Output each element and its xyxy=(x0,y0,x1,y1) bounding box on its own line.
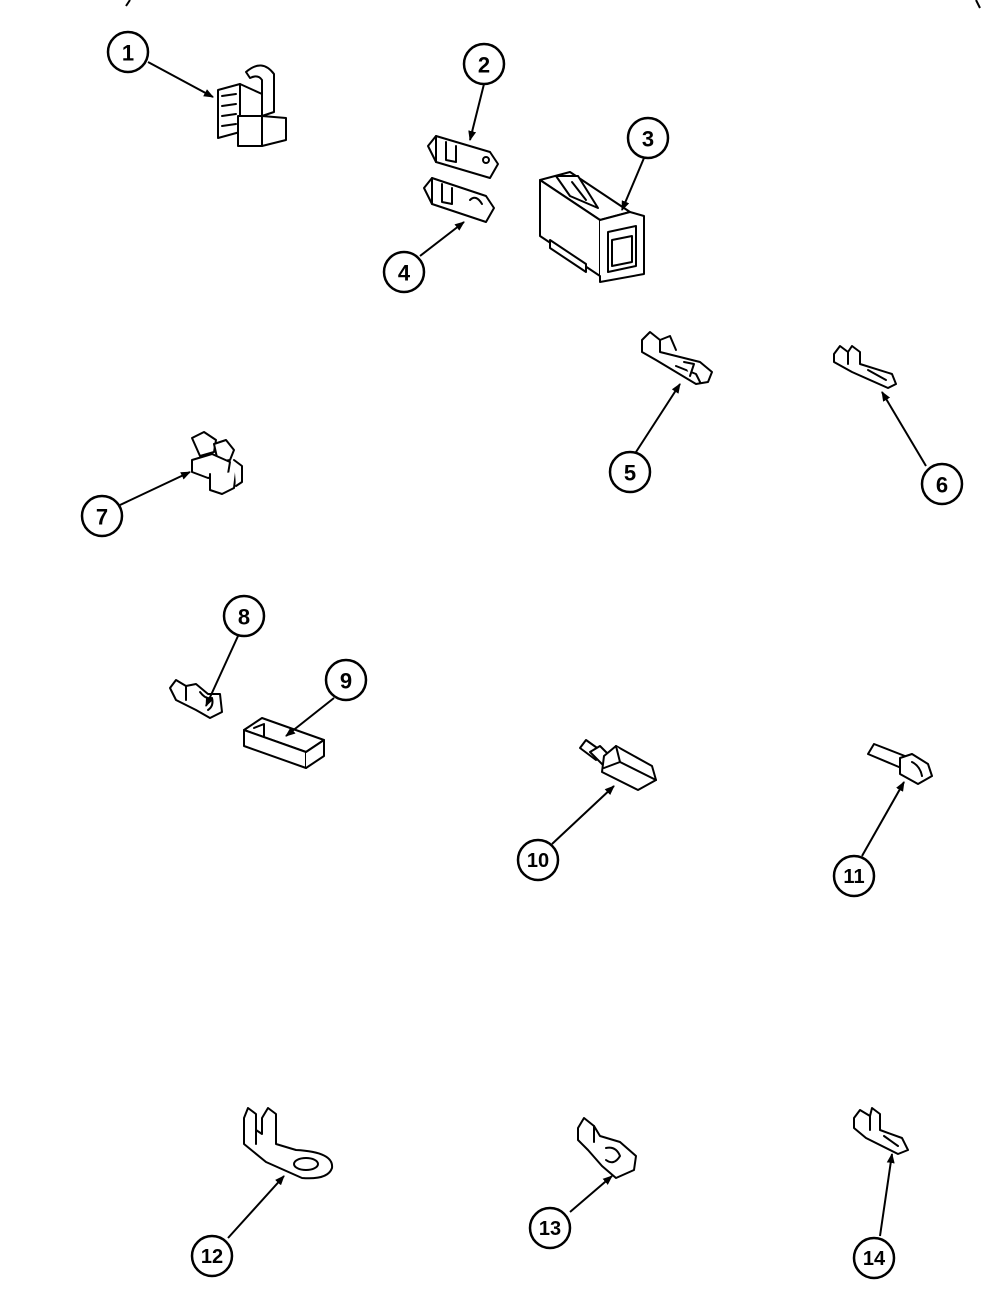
leader-arrow-2 xyxy=(468,83,485,141)
part-9-insulator-sleeve xyxy=(243,717,325,769)
part-1-connector-housing xyxy=(217,64,287,147)
callout-circle-14 xyxy=(852,1236,896,1280)
callout-circle-1 xyxy=(106,30,150,74)
callout-number-7: 7 xyxy=(96,505,108,530)
callout-number-12: 12 xyxy=(201,1246,223,1268)
callout-circle-3 xyxy=(626,116,670,160)
callout-circle-10 xyxy=(516,838,560,882)
callout-circle-13 xyxy=(528,1206,572,1250)
part-11-pin-terminal xyxy=(867,743,933,785)
part-14-flag-terminal xyxy=(853,1107,909,1155)
callout-number-14: 14 xyxy=(863,1248,886,1270)
leader-arrow-9 xyxy=(285,697,335,737)
part-10-insulated-terminal xyxy=(579,739,657,791)
callout-number-6: 6 xyxy=(936,473,948,498)
callout-number-8: 8 xyxy=(238,605,250,630)
callout-circle-11 xyxy=(832,854,876,898)
part-12-ring-terminal xyxy=(243,1107,334,1180)
callout-number-11: 11 xyxy=(843,866,864,888)
callout-circle-2 xyxy=(462,42,506,86)
callout-circle-6 xyxy=(920,462,964,506)
leader-arrow-13 xyxy=(569,1175,613,1213)
leader-arrow-11 xyxy=(861,781,905,857)
callout-number-1: 1 xyxy=(122,41,134,66)
part-6-flag-terminal xyxy=(833,345,897,389)
leader-arrow-6 xyxy=(881,391,927,467)
leader-arrow-4 xyxy=(419,221,465,257)
corner-mark-left xyxy=(125,0,131,7)
part-2-terminal xyxy=(427,135,499,179)
leader-arrow-1 xyxy=(147,61,214,98)
callout-circle-8 xyxy=(222,594,266,638)
corner-mark-right xyxy=(975,0,981,9)
part-5-flag-terminal xyxy=(641,331,713,385)
leader-arrow-5 xyxy=(635,383,681,453)
leader-arrow-8 xyxy=(205,635,239,707)
callout-circle-5 xyxy=(608,450,652,494)
callout-circle-7 xyxy=(80,494,124,538)
leader-arrow-3 xyxy=(621,157,645,211)
callout-circle-4 xyxy=(382,250,426,294)
part-3-multi-pin-connector xyxy=(539,171,645,283)
callout-number-2: 2 xyxy=(478,53,490,78)
part-4-terminal xyxy=(423,177,495,223)
part-13-crimp-terminal xyxy=(577,1117,637,1179)
leader-arrow-14 xyxy=(879,1153,895,1237)
leader-arrow-7 xyxy=(119,471,191,506)
leader-arrow-12 xyxy=(227,1175,285,1239)
callout-number-9: 9 xyxy=(340,669,352,694)
callout-number-10: 10 xyxy=(527,850,549,872)
callout-number-3: 3 xyxy=(642,127,654,152)
callout-number-4: 4 xyxy=(398,261,411,286)
part-7-hook-connector xyxy=(191,431,243,495)
callout-number-5: 5 xyxy=(624,461,636,486)
callout-circle-9 xyxy=(324,658,368,702)
callout-number-13: 13 xyxy=(539,1218,561,1240)
callout-circle-12 xyxy=(190,1234,234,1278)
leader-arrow-10 xyxy=(551,785,615,845)
